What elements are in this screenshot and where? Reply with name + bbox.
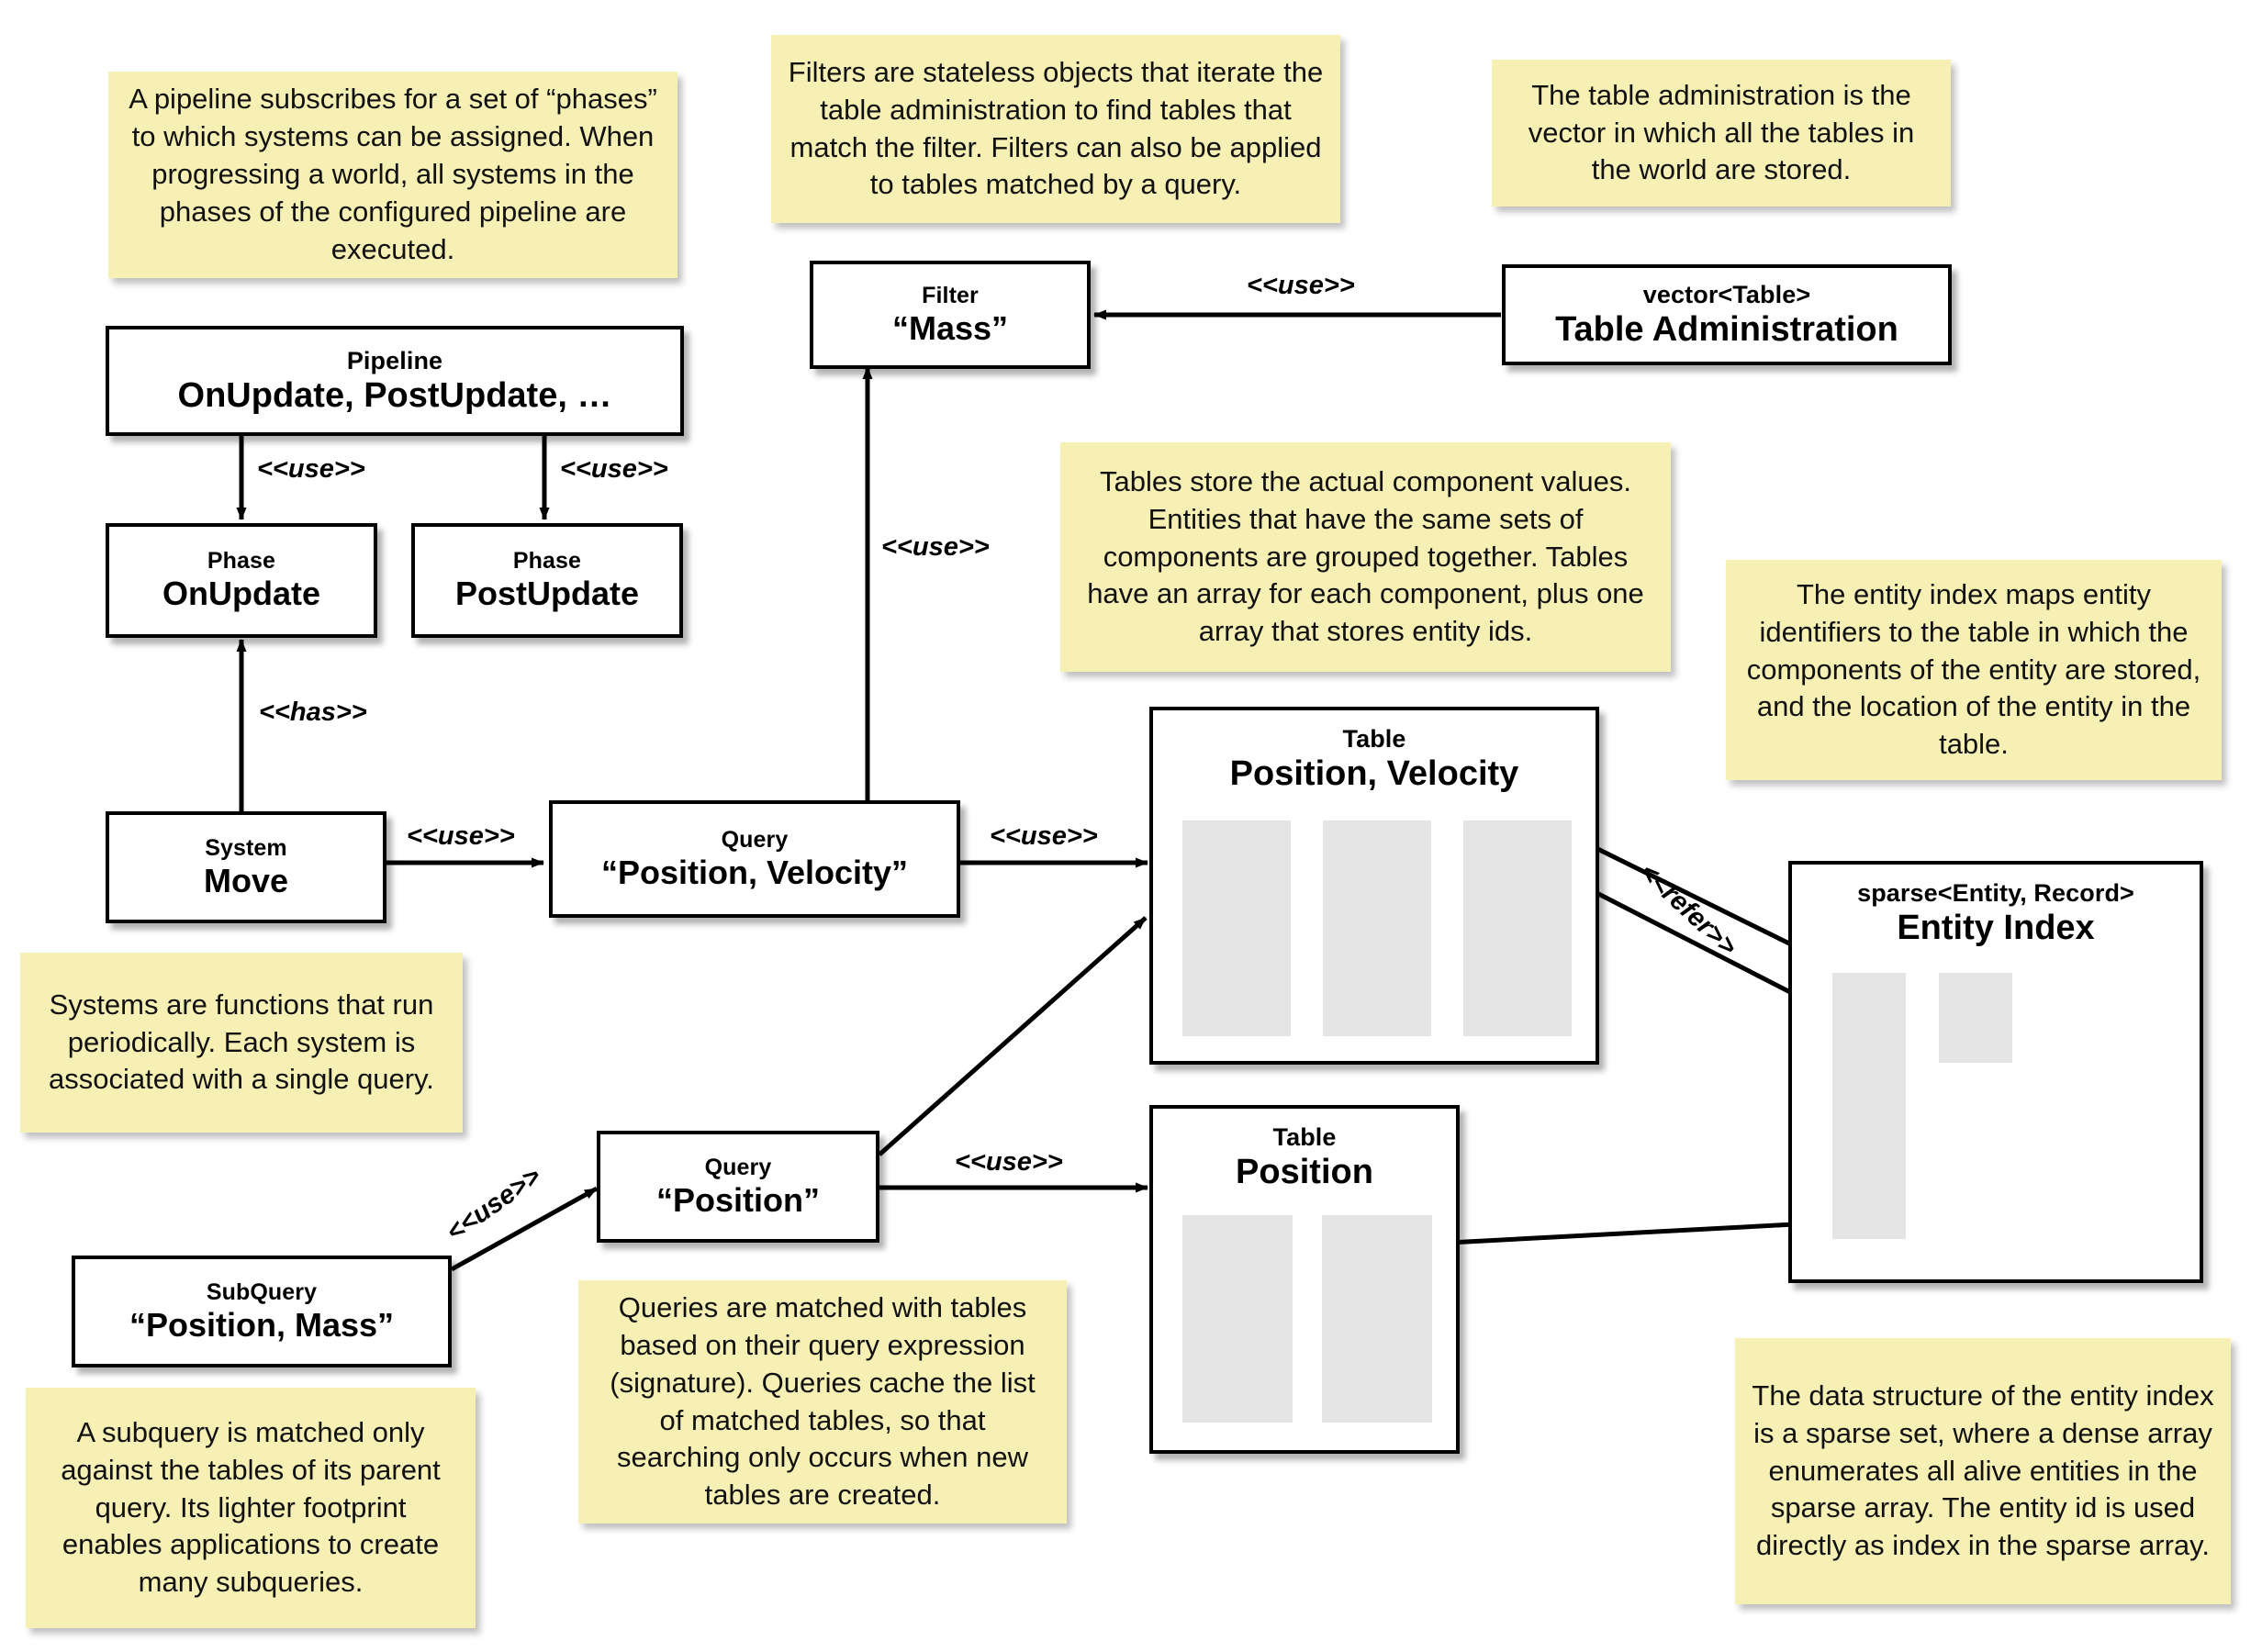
node-phase-onupdate-title: OnUpdate	[162, 575, 320, 613]
node-query-position-stereotype: Query	[704, 1154, 772, 1180]
node-filter-mass[interactable]: Filter “Mass”	[810, 261, 1091, 369]
note-queries: Queries are matched with tables based on…	[578, 1280, 1067, 1524]
edge-label-query-filter: <<use>>	[881, 532, 990, 562]
node-phase-postupdate-stereotype: Phase	[512, 548, 582, 575]
node-entity-index-stereotype: sparse<Entity, Record>	[1857, 879, 2134, 907]
note-tables: Tables store the actual component values…	[1060, 442, 1671, 672]
edge-label-pipeline-postupdate: <<use>>	[560, 454, 668, 484]
edge-label-entityindex-refer: <<refer>>	[1633, 857, 1742, 963]
node-query-position-velocity-title: “Position, Velocity”	[600, 853, 909, 891]
edge-query-position-table-pv-line	[878, 916, 1148, 1156]
dense-array-column	[1939, 973, 2012, 1063]
node-system-move[interactable]: System Move	[106, 811, 386, 923]
edge-label-tableadmin-filter: <<use>>	[1247, 271, 1355, 300]
edge-label-pipeline-onupdate: <<use>>	[257, 454, 365, 484]
table-position-velocity-columns	[1182, 820, 1572, 1036]
node-pipeline[interactable]: Pipeline OnUpdate, PostUpdate, …	[106, 326, 684, 436]
node-table-administration[interactable]: vector<Table> Table Administration	[1502, 264, 1952, 365]
node-phase-onupdate[interactable]: Phase OnUpdate	[106, 523, 377, 638]
edge-label-system-query: <<use>>	[407, 821, 515, 851]
note-table-administration: The table administration is the vector i…	[1492, 60, 1951, 206]
node-query-position-title: “Position”	[656, 1180, 820, 1219]
node-phase-onupdate-stereotype: Phase	[207, 548, 276, 575]
edge-label-system-phase: <<has>>	[259, 698, 367, 727]
node-query-position-velocity[interactable]: Query “Position, Velocity”	[549, 800, 960, 918]
node-table-position[interactable]: Table Position	[1149, 1105, 1460, 1454]
node-system-move-title: Move	[203, 861, 289, 899]
node-phase-postupdate[interactable]: Phase PostUpdate	[411, 523, 683, 638]
sparse-array-column	[1832, 973, 1906, 1239]
table-column-velocity	[1323, 820, 1431, 1036]
node-table-position-stereotype: Table	[1272, 1123, 1337, 1151]
table-column-position	[1182, 820, 1291, 1036]
note-systems: Systems are functions that run periodica…	[20, 953, 463, 1133]
table-column-entity-ids	[1463, 820, 1572, 1036]
node-table-position-velocity-stereotype: Table	[1342, 725, 1406, 753]
note-subquery: A subquery is matched only against the t…	[26, 1388, 476, 1628]
node-system-move-stereotype: System	[205, 834, 287, 861]
note-sparse-set: The data structure of the entity index i…	[1735, 1338, 2231, 1604]
node-pipeline-title: OnUpdate, PostUpdate, …	[177, 375, 612, 415]
node-subquery-position-mass-stereotype: SubQuery	[206, 1278, 318, 1305]
edge-label-query-position-table: <<use>>	[955, 1147, 1063, 1177]
edge-label-query-table-pv: <<use>>	[990, 821, 1098, 851]
node-subquery-position-mass[interactable]: SubQuery “Position, Mass”	[72, 1256, 452, 1367]
node-table-administration-stereotype: vector<Table>	[1642, 280, 1811, 308]
node-filter-mass-title: “Mass”	[891, 308, 1009, 347]
node-filter-mass-stereotype: Filter	[922, 282, 979, 308]
node-table-position-velocity-title: Position, Velocity	[1229, 754, 1519, 794]
node-table-position-velocity[interactable]: Table Position, Velocity	[1149, 707, 1599, 1065]
table-position-columns	[1182, 1215, 1432, 1423]
node-query-position[interactable]: Query “Position”	[597, 1131, 879, 1243]
table-column-position	[1182, 1215, 1293, 1423]
node-table-administration-title: Table Administration	[1555, 309, 1898, 349]
node-pipeline-stereotype: Pipeline	[346, 346, 443, 374]
node-entity-index[interactable]: sparse<Entity, Record> Entity Index	[1788, 861, 2203, 1283]
node-phase-postupdate-title: PostUpdate	[454, 575, 640, 613]
node-table-position-title: Position	[1236, 1153, 1373, 1192]
entity-index-columns	[1792, 865, 2207, 1287]
note-pipeline: A pipeline subscribes for a set of “phas…	[108, 72, 677, 278]
table-column-entity-ids	[1322, 1215, 1432, 1423]
edge-label-subquery-query: <<use>>	[441, 1161, 547, 1248]
note-entity-index: The entity index maps entity identifiers…	[1726, 560, 2222, 780]
node-query-position-velocity-stereotype: Query	[721, 826, 789, 853]
node-subquery-position-mass-title: “Position, Mass”	[129, 1305, 395, 1344]
note-filters: Filters are stateless objects that itera…	[771, 35, 1340, 223]
node-entity-index-title: Entity Index	[1897, 909, 2095, 948]
